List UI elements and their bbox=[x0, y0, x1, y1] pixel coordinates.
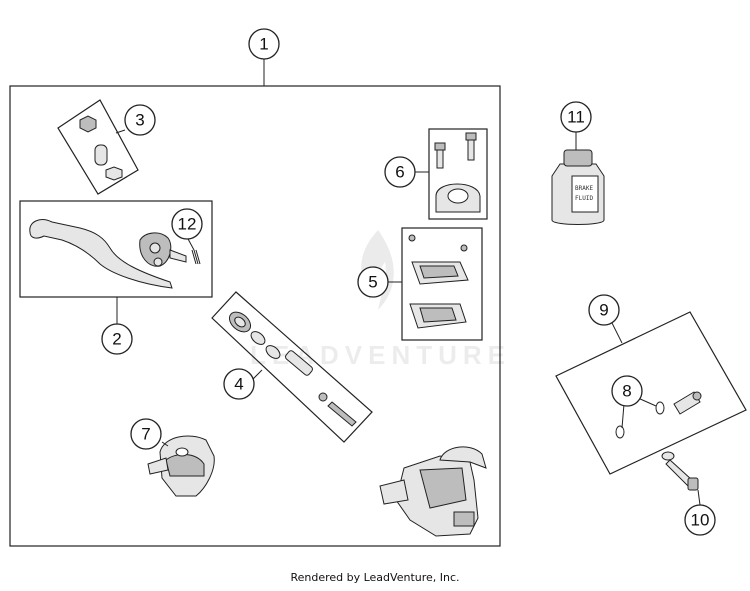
svg-text:2: 2 bbox=[112, 330, 121, 349]
svg-text:9: 9 bbox=[599, 301, 608, 320]
footer-credit: Rendered by LeadVenture, Inc. bbox=[290, 571, 460, 584]
svg-text:7: 7 bbox=[141, 425, 150, 444]
leader-10 bbox=[697, 489, 701, 506]
brake-lever-icon bbox=[29, 219, 201, 289]
svg-text:4: 4 bbox=[234, 375, 243, 394]
clamp-box bbox=[428, 128, 488, 220]
leader-7 bbox=[161, 441, 169, 447]
callout-4: 4 bbox=[223, 368, 255, 400]
callout-12: 12 bbox=[171, 208, 203, 240]
callout-10: 10 bbox=[684, 504, 716, 536]
svg-text:5: 5 bbox=[368, 273, 377, 292]
screw-set-group bbox=[57, 99, 139, 195]
banjo-kit-box bbox=[555, 311, 747, 475]
piston-kit-box bbox=[211, 291, 373, 443]
callout-2: 2 bbox=[101, 323, 133, 355]
brake-fluid-label-line1: BRAKE bbox=[575, 185, 593, 192]
leader-4 bbox=[251, 369, 263, 381]
svg-text:11: 11 bbox=[567, 108, 585, 127]
handlebar-clamp-icon bbox=[434, 132, 481, 213]
leader-3 bbox=[115, 129, 126, 134]
master-cylinder-housing-icon bbox=[147, 435, 215, 497]
callout-9: 9 bbox=[588, 294, 620, 326]
callout-7: 7 bbox=[130, 418, 162, 450]
brake-fluid-bottle-icon: BRAKE FLUID bbox=[551, 149, 605, 225]
banjo-kit-icon bbox=[615, 391, 702, 439]
banjo-fitting-icon bbox=[661, 451, 699, 491]
callout-11: 11 bbox=[560, 101, 592, 133]
svg-text:8: 8 bbox=[622, 382, 631, 401]
callout-1: 1 bbox=[248, 28, 280, 60]
callout-6: 6 bbox=[384, 156, 416, 188]
leader-8 bbox=[621, 403, 625, 429]
callout-5: 5 bbox=[357, 266, 389, 298]
svg-text:6: 6 bbox=[395, 163, 404, 182]
brake-fluid-label-line2: FLUID bbox=[575, 195, 593, 202]
main-assembly-box bbox=[9, 85, 501, 547]
callout-3: 3 bbox=[124, 104, 156, 136]
svg-text:3: 3 bbox=[135, 111, 144, 130]
piston-kit-icon bbox=[228, 311, 357, 427]
master-cylinder-body-icon bbox=[379, 446, 487, 537]
svg-text:10: 10 bbox=[691, 511, 710, 530]
svg-text:1: 1 bbox=[259, 35, 268, 54]
lever-box bbox=[19, 200, 213, 298]
reservoir-cap-icon bbox=[408, 234, 469, 329]
leader-9 bbox=[611, 322, 623, 344]
leader-8b bbox=[637, 397, 657, 407]
callout-8: 8 bbox=[611, 375, 643, 407]
reservoir-cap-box bbox=[401, 227, 483, 341]
svg-text:12: 12 bbox=[178, 215, 197, 234]
